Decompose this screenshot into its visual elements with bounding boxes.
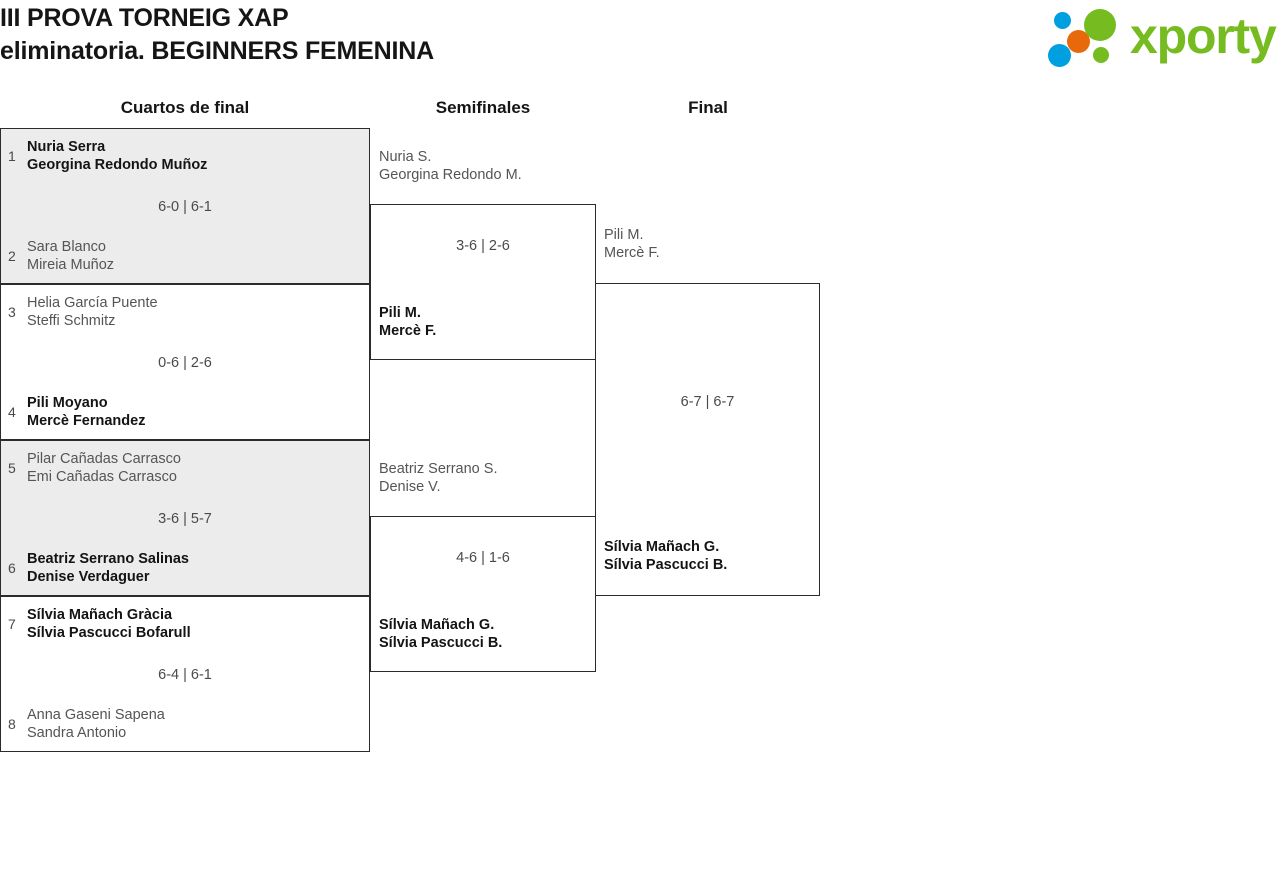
player-name: Georgina Redondo Muñoz [27,157,208,173]
logo-dot-blue-small [1054,12,1071,29]
match-score: 3-6 | 5-7 [158,511,212,527]
match-score: 6-0 | 6-1 [158,199,212,215]
team-bottom: Sara Blanco Mireia Muñoz [27,238,114,274]
match-qf-3[interactable]: 5 Pilar Cañadas Carrasco Emi Cañadas Car… [0,440,370,596]
player-name: Beatriz Serrano S. [379,461,498,477]
player-name: Sílvia Mañach Gràcia [27,607,173,623]
match-score: 3-6 | 2-6 [456,238,510,254]
match-sf-1[interactable]: 3-6 | 2-6 [370,204,596,360]
player-name: Sílvia Pascucci B. [604,557,728,573]
player-name: Sara Blanco [27,239,106,255]
player-name: Mercè Fernandez [27,413,146,429]
player-name: Mercè F. [604,245,660,261]
title-line-1: III PROVA TORNEIG XAP [0,4,289,32]
player-name: Denise V. [379,479,441,495]
player-name: Sílvia Mañach G. [379,617,495,633]
match-qf-2[interactable]: 3 Helia García Puente Steffi Schmitz 0-6… [0,284,370,440]
final-team-bottom: Sílvia Mañach G. Sílvia Pascucci B. [604,538,727,574]
match-qf-1[interactable]: 1 Nuria Serra Georgina Redondo Muñoz 6-0… [0,128,370,284]
sf-2-team-bottom: Sílvia Mañach G. Sílvia Pascucci B. [379,616,502,652]
player-name: Sílvia Pascucci Bofarull [27,625,191,641]
player-name: Georgina Redondo M. [379,167,522,183]
sf-1-team-top: Nuria S. Georgina Redondo M. [379,148,522,184]
player-name: Sílvia Mañach G. [604,539,720,555]
sf-2-team-top: Beatriz Serrano S. Denise V. [379,460,497,496]
sf-1-team-bottom: Pili M. Mercè F. [379,304,436,340]
seed-number: 2 [8,248,16,264]
title-line-2: eliminatoria. BEGINNERS FEMENINA [0,37,434,65]
match-score: 6-4 | 6-1 [158,667,212,683]
match-qf-4[interactable]: 7 Sílvia Mañach Gràcia Sílvia Pascucci B… [0,596,370,752]
logo-dots-icon [1046,6,1132,68]
seed-number: 1 [8,148,16,164]
logo-dot-orange [1067,30,1090,53]
team-top: Helia García Puente Steffi Schmitz [27,294,158,330]
player-name: Beatriz Serrano Salinas [27,551,189,567]
player-name: Pili Moyano [27,395,108,411]
player-name: Pili M. [379,305,421,321]
seed-number: 8 [8,716,16,732]
match-score: 0-6 | 2-6 [158,355,212,371]
team-top: Pilar Cañadas Carrasco Emi Cañadas Carra… [27,450,181,486]
player-name: Denise Verdaguer [27,569,150,585]
round-header-final: Final [688,98,728,117]
player-name: Anna Gaseni Sapena [27,707,165,723]
logo-dot-green-small [1093,47,1109,63]
team-top: Sílvia Mañach Gràcia Sílvia Pascucci Bof… [27,606,191,642]
page-title: III PROVA TORNEIG XAP eliminatoria. BEGI… [0,2,900,68]
seed-number: 3 [8,304,16,320]
player-name: Nuria Serra [27,139,106,155]
player-name: Mireia Muñoz [27,257,115,273]
player-name: Sandra Antonio [27,725,127,741]
logo-dot-blue-large [1048,44,1071,67]
seed-number: 4 [8,404,16,420]
logo-dot-green-large [1084,9,1116,41]
seed-number: 7 [8,616,16,632]
seed-number: 6 [8,560,16,576]
xporty-logo[interactable]: xporty [1046,4,1280,70]
player-name: Emi Cañadas Carrasco [27,469,177,485]
team-top: Nuria Serra Georgina Redondo Muñoz [27,138,207,174]
player-name: Sílvia Pascucci B. [379,635,503,651]
final-team-top: Pili M. Mercè F. [604,226,660,262]
player-name: Nuria S. [379,149,432,165]
team-bottom: Pili Moyano Mercè Fernandez [27,394,145,430]
match-score: 6-7 | 6-7 [680,394,735,410]
player-name: Mercè F. [379,323,437,339]
round-header-semifinals: Semifinales [435,98,531,117]
logo-wordmark: xporty [1130,8,1277,64]
player-name: Pilar Cañadas Carrasco [27,451,181,467]
match-score: 4-6 | 1-6 [456,550,510,566]
player-name: Helia García Puente [27,295,158,311]
match-final[interactable]: 6-7 | 6-7 [595,283,820,596]
team-bottom: Beatriz Serrano Salinas Denise Verdaguer [27,550,189,586]
player-name: Steffi Schmitz [27,313,116,329]
seed-number: 5 [8,460,16,476]
player-name: Pili M. [604,227,644,243]
round-header-quarterfinals: Cuartos de final [120,98,250,117]
team-bottom: Anna Gaseni Sapena Sandra Antonio [27,706,165,742]
